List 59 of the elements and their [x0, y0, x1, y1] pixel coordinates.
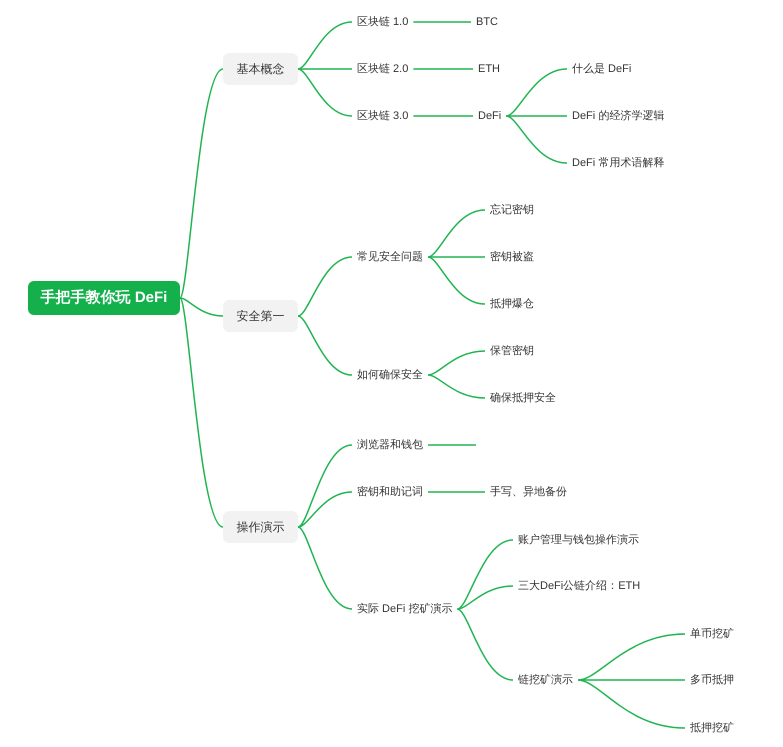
subtopic-text: 什么是 DeFi	[567, 61, 636, 77]
subtopic-text: 区块链 1.0	[352, 14, 414, 30]
branch-line	[578, 679, 686, 729]
branch-line	[506, 115, 567, 117]
branch-line	[506, 115, 568, 164]
branch-line	[298, 68, 352, 70]
subtopic-text: 实际 DeFi 挖矿演示	[352, 601, 458, 617]
branch-line	[298, 491, 352, 528]
subtopic-text: 抵押挖矿	[685, 720, 739, 736]
branch-line	[298, 315, 352, 376]
subtopic-text: 确保抵押安全	[485, 390, 561, 406]
subtopic-text: DeFi 的经济学逻辑	[567, 108, 670, 124]
branch-line	[428, 491, 485, 493]
subtopic-text: BTC	[471, 14, 503, 30]
branch-line	[179, 68, 224, 298]
main-topic-box: 基本概念	[223, 53, 298, 85]
subtopic-text: 浏览器和钱包	[352, 437, 428, 453]
branch-line	[298, 444, 352, 528]
subtopic-text: 常见安全问题	[352, 249, 428, 265]
branch-line	[298, 21, 352, 70]
branch-line	[298, 526, 352, 610]
subtopic-text: ETH	[473, 61, 505, 77]
branch-line	[428, 374, 486, 399]
subtopic-text: 如何确保安全	[352, 367, 428, 383]
branch-line	[506, 68, 568, 117]
subtopic-text: 密钥被盗	[485, 249, 539, 265]
branch-line	[428, 444, 476, 446]
branch-line	[428, 209, 486, 258]
subtopic-text: DeFi	[473, 108, 506, 124]
central-topic-box: 手把手教你玩 DeFi	[28, 281, 180, 315]
branch-line	[298, 256, 352, 317]
subtopic-text: 多币抵押	[685, 672, 739, 688]
subtopic-text: 区块链 2.0	[352, 61, 414, 77]
branch-line	[428, 256, 486, 305]
branch-line	[413, 68, 473, 70]
subtopic-text: 链挖矿演示	[513, 672, 578, 688]
subtopic-text: 区块链 3.0	[352, 108, 414, 124]
subtopic-text: 保管密钥	[485, 343, 539, 359]
branch-line	[298, 68, 352, 117]
branch-line	[578, 633, 686, 681]
branch-line	[428, 256, 485, 258]
subtopic-text: 忘记密钥	[485, 202, 539, 218]
subtopic-text: 账户管理与钱包操作演示	[513, 532, 644, 548]
subtopic-text: 三大DeFi公链介绍：ETH	[513, 578, 646, 594]
branch-line	[413, 115, 473, 117]
branch-line	[180, 297, 224, 317]
branch-line	[457, 608, 514, 681]
branch-line	[428, 350, 486, 376]
branch-line	[179, 298, 224, 528]
subtopic-text: 抵押爆仓	[485, 296, 539, 312]
subtopic-text: 密钥和助记词	[352, 484, 428, 500]
subtopic-text: 单币挖矿	[685, 626, 739, 642]
subtopic-text: DeFi 常用术语解释	[567, 155, 670, 171]
branch-line	[457, 539, 514, 610]
branch-line	[413, 21, 471, 23]
main-topic-box: 操作演示	[223, 511, 298, 543]
branch-line	[457, 585, 514, 610]
subtopic-text: 手写、异地备份	[485, 484, 572, 500]
main-topic-box: 安全第一	[223, 300, 298, 332]
